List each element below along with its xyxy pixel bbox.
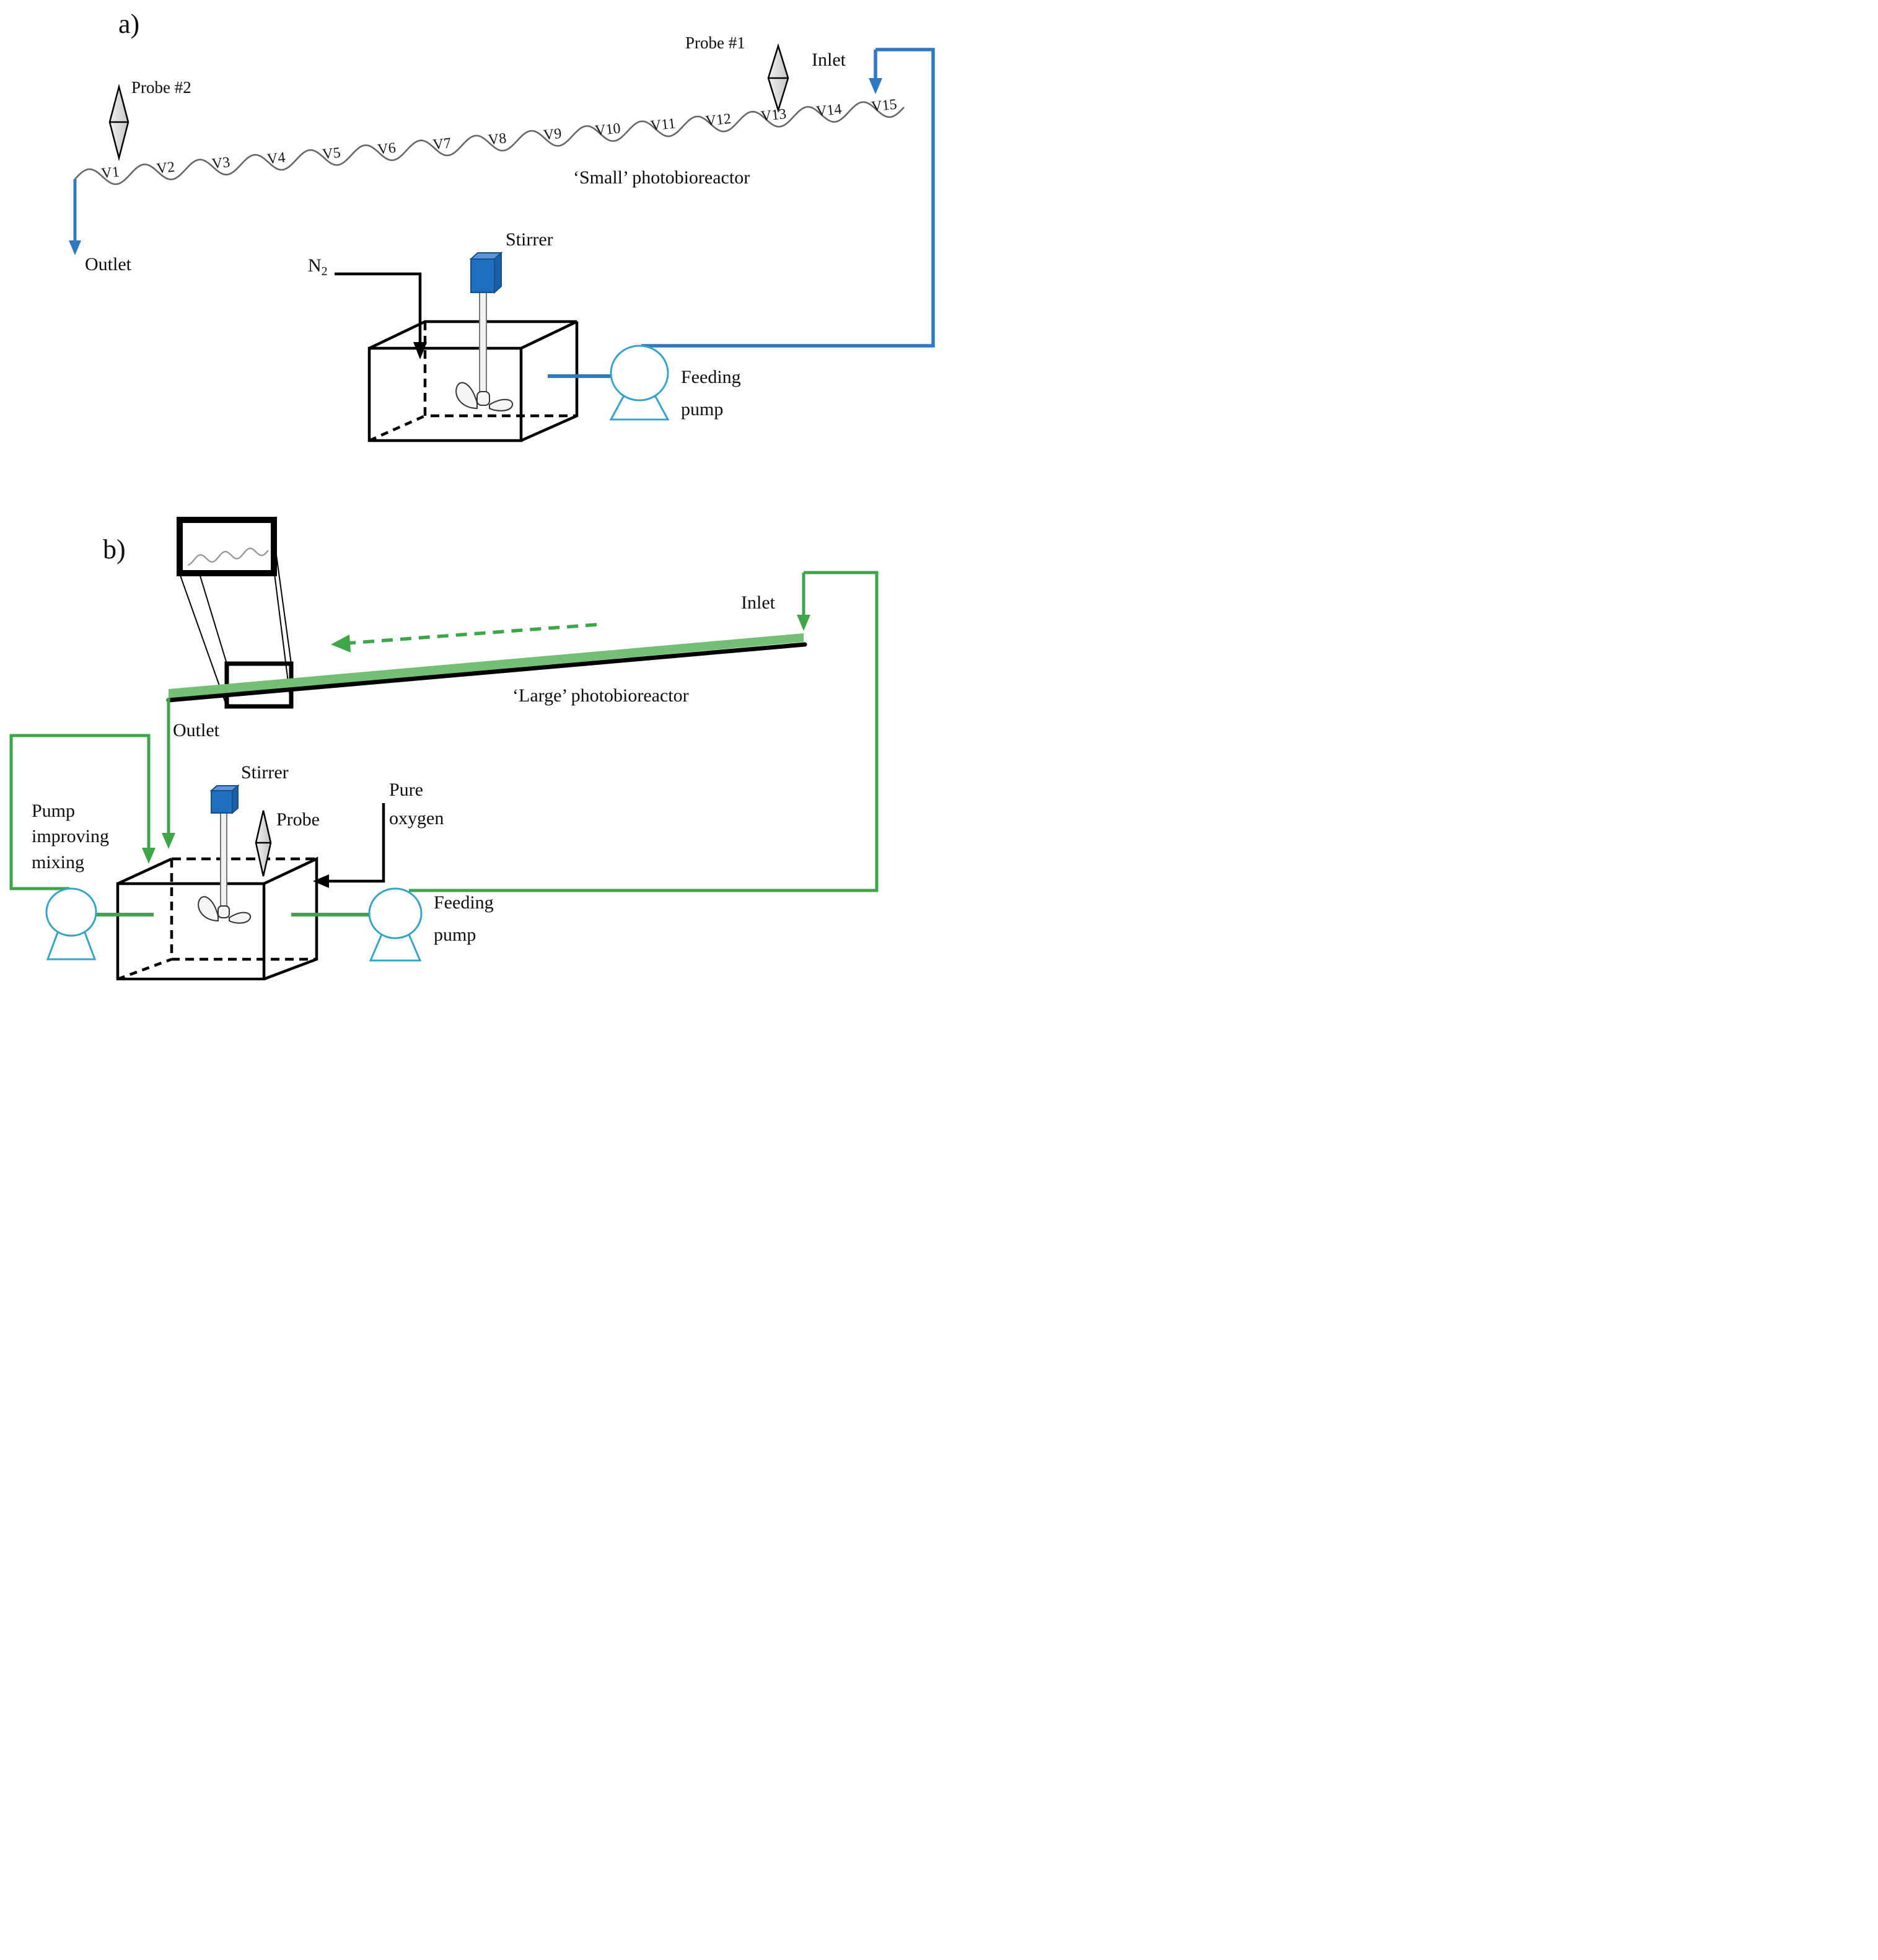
segment-label: V10 xyxy=(594,120,621,139)
probe2-label: Probe #2 xyxy=(131,78,191,97)
feed-tank-a xyxy=(367,320,579,442)
probe2-icon xyxy=(108,84,129,161)
small-reactor-tube xyxy=(74,101,905,185)
inlet-pipe-b xyxy=(409,571,879,892)
stirrer-label-b: Stirrer xyxy=(241,762,289,783)
inlet-label-a: Inlet xyxy=(812,50,846,70)
mixing-pump-label-line3: mixing xyxy=(32,851,85,872)
large-reactor-name: ‘Large’ photobioreactor xyxy=(512,685,689,706)
n2-base: N xyxy=(308,255,322,276)
segment-label: V6 xyxy=(377,140,397,158)
inlet-arrow-a xyxy=(869,50,882,94)
segment-label: V14 xyxy=(815,101,843,120)
inset-wave xyxy=(187,547,269,566)
feeding-pump-a-icon xyxy=(609,345,670,421)
mixing-pump-label-line2: improving xyxy=(32,826,109,847)
feeding-pump-label-a-line2: pump xyxy=(681,399,724,420)
feeding-pump-label-a-line1: Feeding xyxy=(681,367,741,387)
panel-b-label: b) xyxy=(103,534,126,565)
figure-canvas: V1 V2 V3 V4 V5 V6 V7 V8 V9 V10 V11 V12 V13 V14 V15 xyxy=(0,0,939,980)
large-reactor-channel xyxy=(166,633,807,703)
feed-tank-b xyxy=(116,856,318,980)
probe-label-b: Probe xyxy=(276,809,320,830)
magnifier-inset-box xyxy=(177,517,277,576)
stirrer-b-icon xyxy=(209,784,240,908)
mixing-pump-icon xyxy=(45,887,97,960)
outlet-arrow-a xyxy=(69,179,81,255)
segment-label: V15 xyxy=(871,97,898,115)
mixing-loop-pipe xyxy=(9,734,151,890)
outlet-label-b: Outlet xyxy=(173,720,219,740)
feeding-pump-label-b-line1: Feeding xyxy=(434,892,494,913)
segment-label: V8 xyxy=(488,130,507,148)
flow-direction-arrow xyxy=(331,623,597,653)
probe-b-icon xyxy=(255,810,272,877)
pure-oxygen-line xyxy=(313,803,385,888)
segment-label: V5 xyxy=(322,145,341,163)
inlet-pipe-a xyxy=(641,48,935,348)
stirrer-label-a: Stirrer xyxy=(506,229,553,250)
mixing-pump-label: Pump improving mixing xyxy=(32,798,109,875)
n2-sub: 2 xyxy=(321,265,328,278)
n2-label: N2 xyxy=(308,255,328,278)
segment-label: V7 xyxy=(432,135,452,153)
inlet-label-b: Inlet xyxy=(741,592,775,613)
probe1-icon xyxy=(767,43,789,113)
panel-a-label: a) xyxy=(118,9,140,39)
pure-oxygen-line2: oxygen xyxy=(389,808,444,828)
segment-label: V11 xyxy=(650,116,677,134)
mixing-loop-arrowhead xyxy=(142,848,156,864)
segment-label: V2 xyxy=(156,159,175,177)
segment-label: V9 xyxy=(543,126,563,144)
probe1-label: Probe #1 xyxy=(685,33,745,52)
inlet-arrow-b xyxy=(797,573,810,631)
mixing-pump-label-line1: Pump xyxy=(32,801,76,821)
pure-oxygen-line1: Pure xyxy=(389,780,423,800)
diagram-svg: V1 V2 V3 V4 V5 V6 V7 V8 V9 V10 V11 V12 V13 V14 V15 xyxy=(9,43,935,980)
segment-label: V3 xyxy=(211,154,231,172)
n2-line xyxy=(335,272,427,359)
tube-segment-labels: V1 V2 V3 V4 V5 V6 V7 V8 V9 V10 V11 V12 V13 V14 V15 xyxy=(100,97,898,182)
feeding-pump-b-icon xyxy=(368,887,423,962)
propeller-a-icon xyxy=(455,382,514,411)
stirrer-a-icon xyxy=(469,251,503,393)
segment-label: V12 xyxy=(704,111,732,130)
feeding-pump-label-b-line2: pump xyxy=(434,925,476,945)
small-reactor-name: ‘Small’ photobioreactor xyxy=(573,167,750,188)
segment-label: V4 xyxy=(266,149,286,167)
propeller-b-icon xyxy=(198,896,252,924)
outlet-label-a: Outlet xyxy=(85,254,131,275)
outlet-arrow-b xyxy=(162,698,175,849)
segment-label: V13 xyxy=(760,106,788,125)
segment-label: V1 xyxy=(100,164,120,182)
